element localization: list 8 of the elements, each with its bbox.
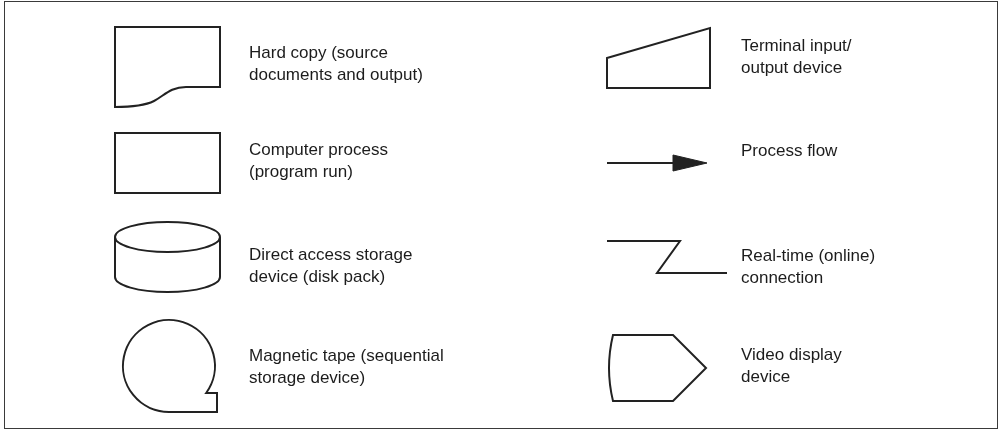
legend-label: Magnetic tape (sequential storage device) bbox=[249, 345, 445, 389]
legend-label: Direct access storage device (disk pack) bbox=[249, 244, 414, 288]
legend-label: Terminal input/ output device bbox=[741, 35, 853, 79]
legend-label: Process flow bbox=[741, 140, 838, 162]
legend-label: Real-time (online) connection bbox=[741, 245, 877, 289]
legend-label: Hard copy (source documents and output) bbox=[249, 42, 424, 86]
legend-label: Computer process (program run) bbox=[249, 139, 389, 183]
legend-label: Video display device bbox=[741, 344, 843, 388]
